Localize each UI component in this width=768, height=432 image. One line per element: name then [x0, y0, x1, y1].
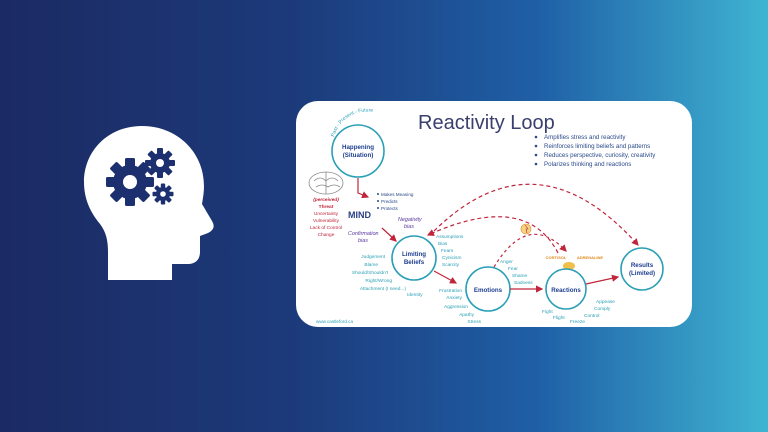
results-label: Results: [631, 262, 654, 269]
limiting-beliefs-label: Limiting: [402, 251, 426, 258]
threat-item: Vulnerability: [313, 218, 340, 224]
arrow-beliefs-emotions: [433, 270, 458, 284]
negativity-bias-suffix: bias: [404, 224, 414, 230]
belief-identity: Identity: [407, 292, 423, 298]
reaction-right-item: Appease: [596, 299, 615, 305]
negativity-bias: Negativity: [398, 217, 422, 223]
gear-tiny-icon: [152, 183, 174, 205]
bullet-item: Reduces perspective, curiosity, creativi…: [544, 152, 656, 159]
happening-node: [331, 124, 385, 178]
arrow-reactions-results: [585, 274, 620, 285]
results-node: [620, 247, 664, 291]
emotion-top-item: Shame: [512, 273, 528, 279]
diagram-title: Reactivity Loop: [418, 112, 555, 134]
mind-label: MIND: [348, 210, 371, 220]
adrenaline-label: ADRENALINE: [577, 255, 604, 260]
belief-right-item: Assumptions: [436, 234, 464, 240]
emotion-left-item: Aggression: [444, 304, 468, 310]
confirmation-bias-suffix: bias: [358, 238, 368, 244]
bullet-item: Polarizes thinking and reactions: [544, 161, 631, 168]
gear-large-icon: [106, 158, 154, 206]
bullet-list: Amplifies stress and reactivity Reinforc…: [534, 134, 656, 168]
reaction-right-item: Control: [584, 313, 599, 319]
threat-item: Lack of Control: [310, 225, 342, 231]
reaction-bottom-item: Fight: [542, 309, 553, 315]
belief-left-item: Should/Shouldn't: [352, 270, 389, 276]
belief-left-item: Judgement: [361, 254, 385, 260]
emotions-label: Emotions: [474, 287, 503, 294]
reaction-bottom-item: Flight: [553, 315, 565, 321]
emotion-left-item: Stress: [467, 319, 481, 325]
brain-icon: [308, 171, 344, 195]
mind-item: Protects: [381, 206, 399, 211]
reactivity-loop-card: Reactivity Loop Amplifies stress and rea…: [296, 101, 692, 327]
arrow-happening-mind: [357, 178, 370, 199]
emotion-left-item: Anxiety: [446, 295, 462, 301]
belief-right-item: Scarcity: [442, 262, 460, 268]
limiting-beliefs-node: [391, 235, 437, 281]
head-gears-icon: [84, 126, 214, 280]
lightning-icon: [520, 223, 532, 235]
mind-item: Makes Meaning: [381, 192, 414, 197]
belief-right-item: Fears: [441, 248, 454, 254]
reaction-bottom-item: Freeze: [570, 319, 585, 325]
confirmation-bias: Confirmation: [348, 231, 379, 237]
emotion-top-item: Anger: [500, 259, 513, 265]
happening-label: Happening: [342, 144, 374, 151]
feedback-emotions-reactions: [493, 233, 567, 268]
reaction-right-item: Comply: [594, 306, 611, 312]
reactions-label: Reactions: [551, 287, 581, 294]
threat-item: Change: [318, 232, 335, 238]
belief-left-item: Blame: [364, 262, 378, 268]
reactivity-loop-diagram: Reactivity Loop Amplifies stress and rea…: [308, 108, 664, 325]
belief-left-item: Right/Wrong: [365, 278, 392, 284]
limiting-beliefs-sublabel: Beliefs: [404, 259, 425, 266]
feedback-beliefs-results: [433, 183, 639, 246]
cortisol-label: CORTISOL: [546, 255, 567, 260]
threat-item: Uncertainty: [314, 211, 339, 217]
source-url: www.castleford.ca: [316, 319, 353, 324]
reactions-node: [545, 268, 587, 310]
results-sublabel: (Limited): [629, 270, 655, 277]
belief-left-item: Attachment (I need...): [360, 286, 407, 292]
emotion-left-item: Apathy: [459, 312, 475, 318]
feedback-reactions-beliefs: [426, 216, 559, 254]
arrow-mind-beliefs: [381, 227, 397, 242]
belief-right-item: Cynicism: [442, 255, 461, 261]
happening-sublabel: (Situation): [343, 152, 374, 159]
bullet-item: Amplifies stress and reactivity: [544, 134, 626, 141]
belief-right-item: Bias: [438, 241, 448, 247]
threat-perceived: (perceived): [313, 197, 339, 203]
mind-item: Predicts: [381, 199, 398, 204]
emotion-left-item: Frustration: [439, 288, 462, 294]
emotion-top-item: Sadness: [514, 280, 533, 286]
gear-small-icon: [145, 148, 175, 178]
emotion-top-item: Fear: [508, 266, 518, 272]
threat-title: Threat: [319, 204, 334, 210]
bullet-item: Reinforces limiting beliefs and patterns: [544, 143, 650, 150]
